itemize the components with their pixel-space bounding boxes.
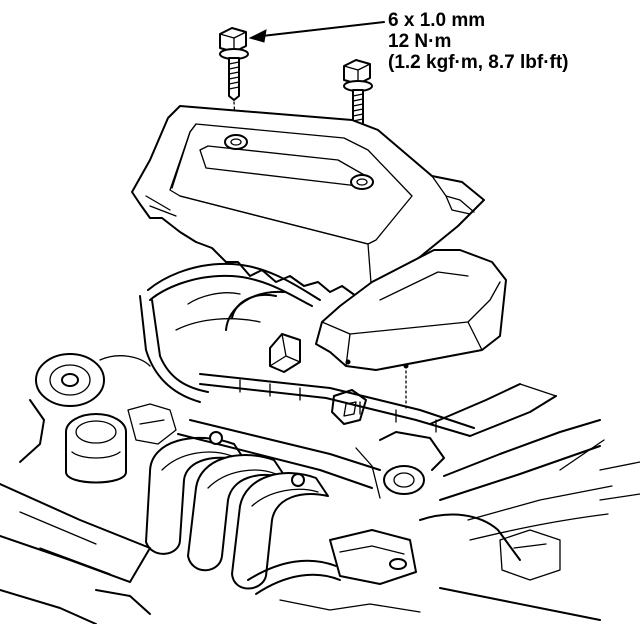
engine-assembly <box>0 262 640 625</box>
air-duct-cover <box>315 249 507 409</box>
torque-spec-leader-arrow <box>248 21 385 43</box>
bolt-size-text: 6 x 1.0 mm <box>388 10 486 31</box>
engine-cover <box>131 105 485 297</box>
torque-alt-units-text: (1.2 kgf·m, 8.7 lbf·ft) <box>388 52 569 73</box>
torque-nm-text: 12 N·m <box>388 31 452 52</box>
cover-bolt-left <box>219 27 249 101</box>
torque-spec-label: 6 x 1.0 mm 12 N·m (1.2 kgf·m, 8.7 lbf·ft… <box>388 10 569 73</box>
